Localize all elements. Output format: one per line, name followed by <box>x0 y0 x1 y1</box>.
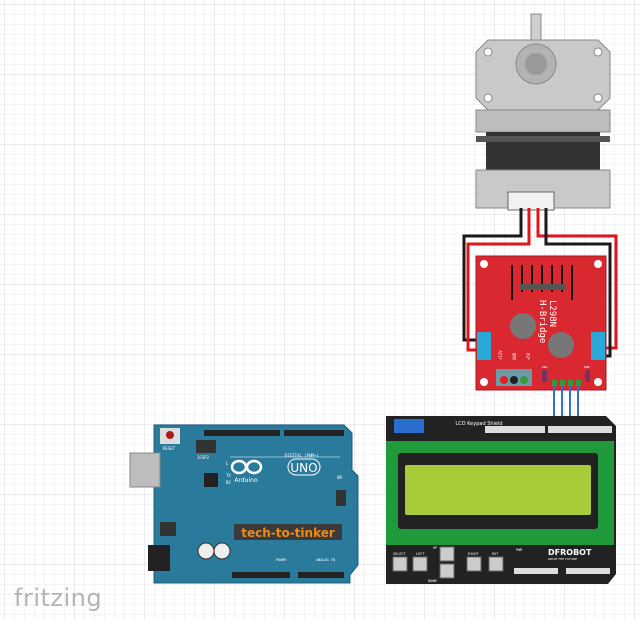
watermark-box <box>234 524 342 540</box>
wire-red[interactable] <box>466 208 531 352</box>
power-header <box>232 572 290 578</box>
chip <box>204 473 218 487</box>
label-ena: ENA <box>542 365 548 369</box>
watermark-text: tech-to-tinker <box>241 526 335 540</box>
pin-in2[interactable] <box>560 380 565 386</box>
down-button[interactable] <box>439 563 455 579</box>
reset-button[interactable] <box>166 431 174 439</box>
driver-title-2: H-Bridge <box>537 300 547 343</box>
arduino-logo-text: Arduino <box>234 477 258 484</box>
digital-header-1 <box>204 430 280 436</box>
pwr-label: PWR <box>516 548 523 552</box>
pin-in4[interactable] <box>576 380 581 386</box>
dfrobot-logo: DFROBOT <box>548 548 592 557</box>
label-12v: +12V <box>498 350 503 360</box>
icsp2-label: ICSP2 <box>197 455 210 460</box>
potentiometer[interactable] <box>394 419 424 433</box>
up-label: UP <box>433 546 437 550</box>
power-label: POWER <box>276 558 287 562</box>
digital-header-2 <box>284 430 344 436</box>
up-button[interactable] <box>439 546 455 562</box>
driver-title-1: L298N <box>547 300 557 327</box>
led-rx-label: RX <box>226 480 231 485</box>
label-5v: +5V <box>526 352 531 360</box>
wire-black[interactable] <box>462 208 523 342</box>
lcd-screen <box>405 465 591 515</box>
analog-label: ANALOG IN <box>316 558 335 562</box>
arduino-logo-icon <box>230 459 263 475</box>
rst-button[interactable] <box>488 556 504 572</box>
dfrobot-tagline: DRIVE THE FUTURE <box>548 557 577 561</box>
icsp-header <box>336 490 346 506</box>
led-l-label: L <box>226 461 229 466</box>
lcd-keypad-shield[interactable]: LCD Keypad Shield SELECT LEFT UP DOWN RI… <box>386 416 616 584</box>
usb-port <box>129 452 161 488</box>
icsp2-header <box>196 440 216 453</box>
right-label: RIGHT <box>468 552 479 556</box>
down-label: DOWN <box>428 579 436 583</box>
select-button[interactable] <box>392 556 408 572</box>
power-jack <box>148 545 170 571</box>
left-label: LEFT <box>416 552 425 556</box>
model-label: UNO <box>290 461 317 475</box>
arduino-uno[interactable]: RESET ICSP2 DIGITAL (PWM~) L TX RX Ardui… <box>129 424 359 584</box>
fritzing-logo: fritzing <box>14 584 103 612</box>
led-tx-label: TX <box>226 473 231 478</box>
rst-label: RST <box>492 552 499 556</box>
label-gnd: GND <box>512 352 517 360</box>
pin-in3[interactable] <box>568 380 573 386</box>
stepper-motor[interactable] <box>475 13 611 211</box>
motor-b-terminal <box>591 332 605 360</box>
on-label: ON <box>337 475 342 480</box>
left-button[interactable] <box>412 556 428 572</box>
select-label: SELECT <box>393 552 407 556</box>
l298n-driver[interactable]: L298N H-Bridge +12V GND +5V ENA ENB <box>475 255 607 391</box>
label-enb: ENB <box>584 365 590 369</box>
analog-header <box>298 572 344 578</box>
right-button[interactable] <box>466 556 482 572</box>
reset-label: RESET <box>163 446 176 451</box>
shield-title: LCD Keypad Shield <box>455 421 502 427</box>
pin-in1[interactable] <box>552 380 557 386</box>
motor-connector <box>507 191 555 211</box>
digital-label: DIGITAL (PWM~) <box>285 453 319 458</box>
motor-a-terminal <box>477 332 491 360</box>
